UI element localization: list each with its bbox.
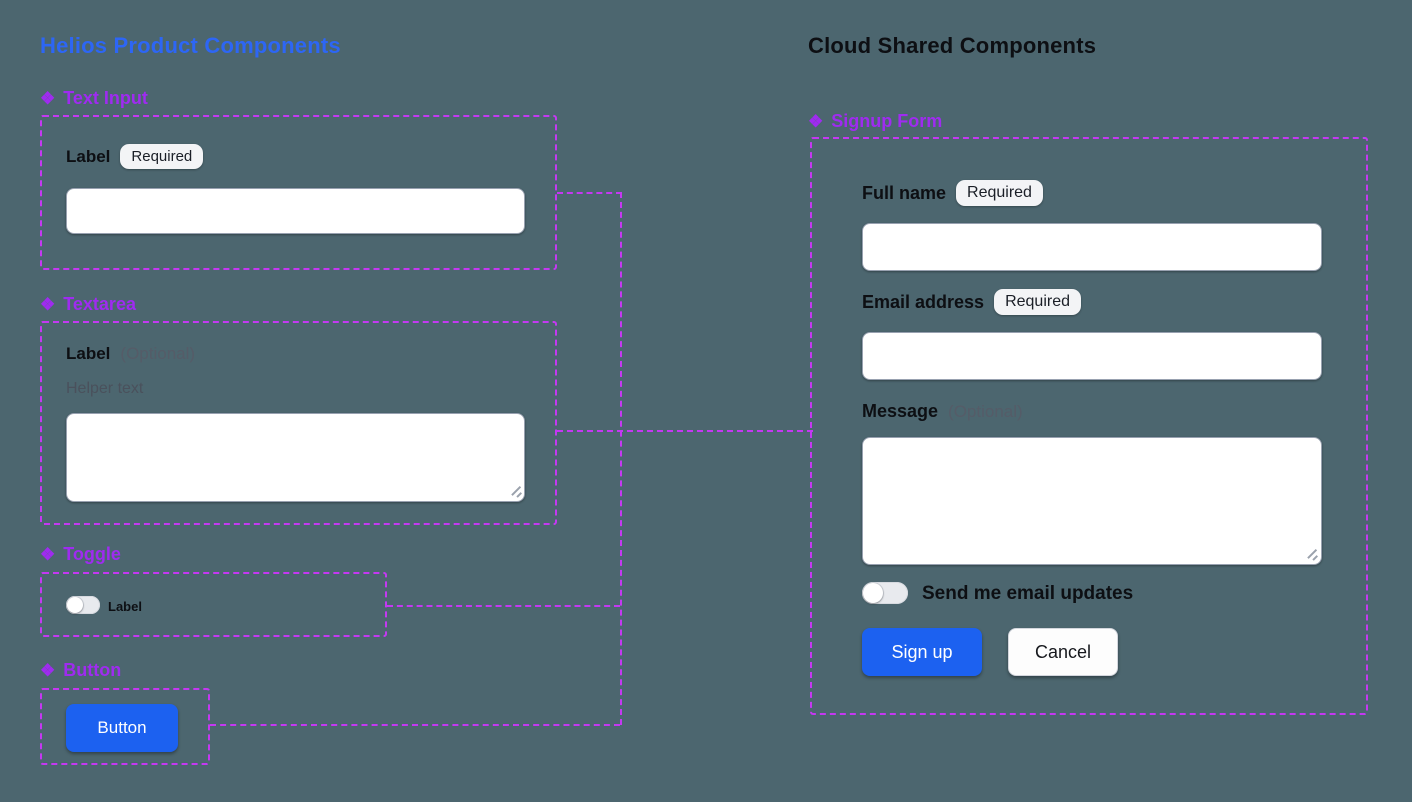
signup-form-frame xyxy=(810,137,1368,715)
helper-text: Helper text xyxy=(66,380,144,397)
component-diamond-icon: ❖ xyxy=(40,89,56,108)
required-badge: Required xyxy=(120,144,204,169)
toggle-component-frame xyxy=(40,572,387,637)
sign-up-button[interactable]: Sign up xyxy=(862,628,982,676)
email-updates-label: Send me email updates xyxy=(922,583,1134,604)
component-diamond-icon: ❖ xyxy=(808,112,824,131)
section-label-button: ❖ Button xyxy=(40,660,121,681)
section-label-text: Button xyxy=(63,660,122,680)
helios-title: Helios Product Components xyxy=(40,33,341,58)
component-diamond-icon: ❖ xyxy=(40,545,56,564)
connector-vertical-bus xyxy=(620,192,622,725)
field-label: Email address xyxy=(862,291,985,312)
connector-textarea-to-signup xyxy=(557,430,813,432)
button-component-frame xyxy=(40,688,210,765)
section-label-text: Signup Form xyxy=(831,111,943,131)
field-label: Label xyxy=(66,344,111,363)
required-badge: Required xyxy=(956,180,1043,206)
section-label-signup-form: ❖ Signup Form xyxy=(808,111,942,132)
section-label-textarea: ❖ Textarea xyxy=(40,294,136,315)
section-label-text: Text Input xyxy=(63,88,148,108)
full-name-input[interactable] xyxy=(862,223,1322,271)
field-label: Full name xyxy=(862,182,947,203)
sample-button[interactable]: Button xyxy=(66,704,178,752)
connector-text-input xyxy=(557,192,622,194)
optional-hint: (Optional) xyxy=(948,401,1023,421)
textarea-field[interactable] xyxy=(66,413,525,502)
connector-toggle xyxy=(387,605,620,607)
full-name-label-row: Full name Required xyxy=(862,180,1043,206)
email-input[interactable] xyxy=(862,332,1322,380)
toggle-label: Label xyxy=(108,599,142,614)
textarea-component-frame xyxy=(40,321,557,525)
message-label-row: Message (Optional) xyxy=(862,401,1023,422)
email-label-row: Email address Required xyxy=(862,289,1081,315)
section-label-text: Textarea xyxy=(63,294,136,314)
toggle-knob xyxy=(67,597,83,613)
message-textarea[interactable] xyxy=(862,437,1322,565)
field-label: Message xyxy=(862,401,939,421)
cancel-button[interactable]: Cancel xyxy=(1008,628,1118,676)
connector-button xyxy=(210,724,620,726)
section-label-toggle: ❖ Toggle xyxy=(40,544,121,565)
text-input-field[interactable] xyxy=(66,188,525,234)
email-updates-toggle[interactable] xyxy=(862,582,908,604)
field-label: Label xyxy=(66,146,111,166)
textarea-label-row: Label (Optional) xyxy=(66,344,195,364)
component-diamond-icon: ❖ xyxy=(40,661,56,680)
text-input-component-frame xyxy=(40,115,557,270)
component-diamond-icon: ❖ xyxy=(40,295,56,314)
section-label-text-input: ❖ Text Input xyxy=(40,88,148,109)
toggle-knob xyxy=(863,583,883,603)
optional-hint: (Optional) xyxy=(120,344,196,363)
toggle-switch[interactable] xyxy=(66,596,100,614)
required-badge: Required xyxy=(994,289,1081,315)
cloud-title: Cloud Shared Components xyxy=(808,33,1097,58)
section-label-text: Toggle xyxy=(63,544,121,564)
text-input-label-row: Label Required xyxy=(66,144,204,169)
